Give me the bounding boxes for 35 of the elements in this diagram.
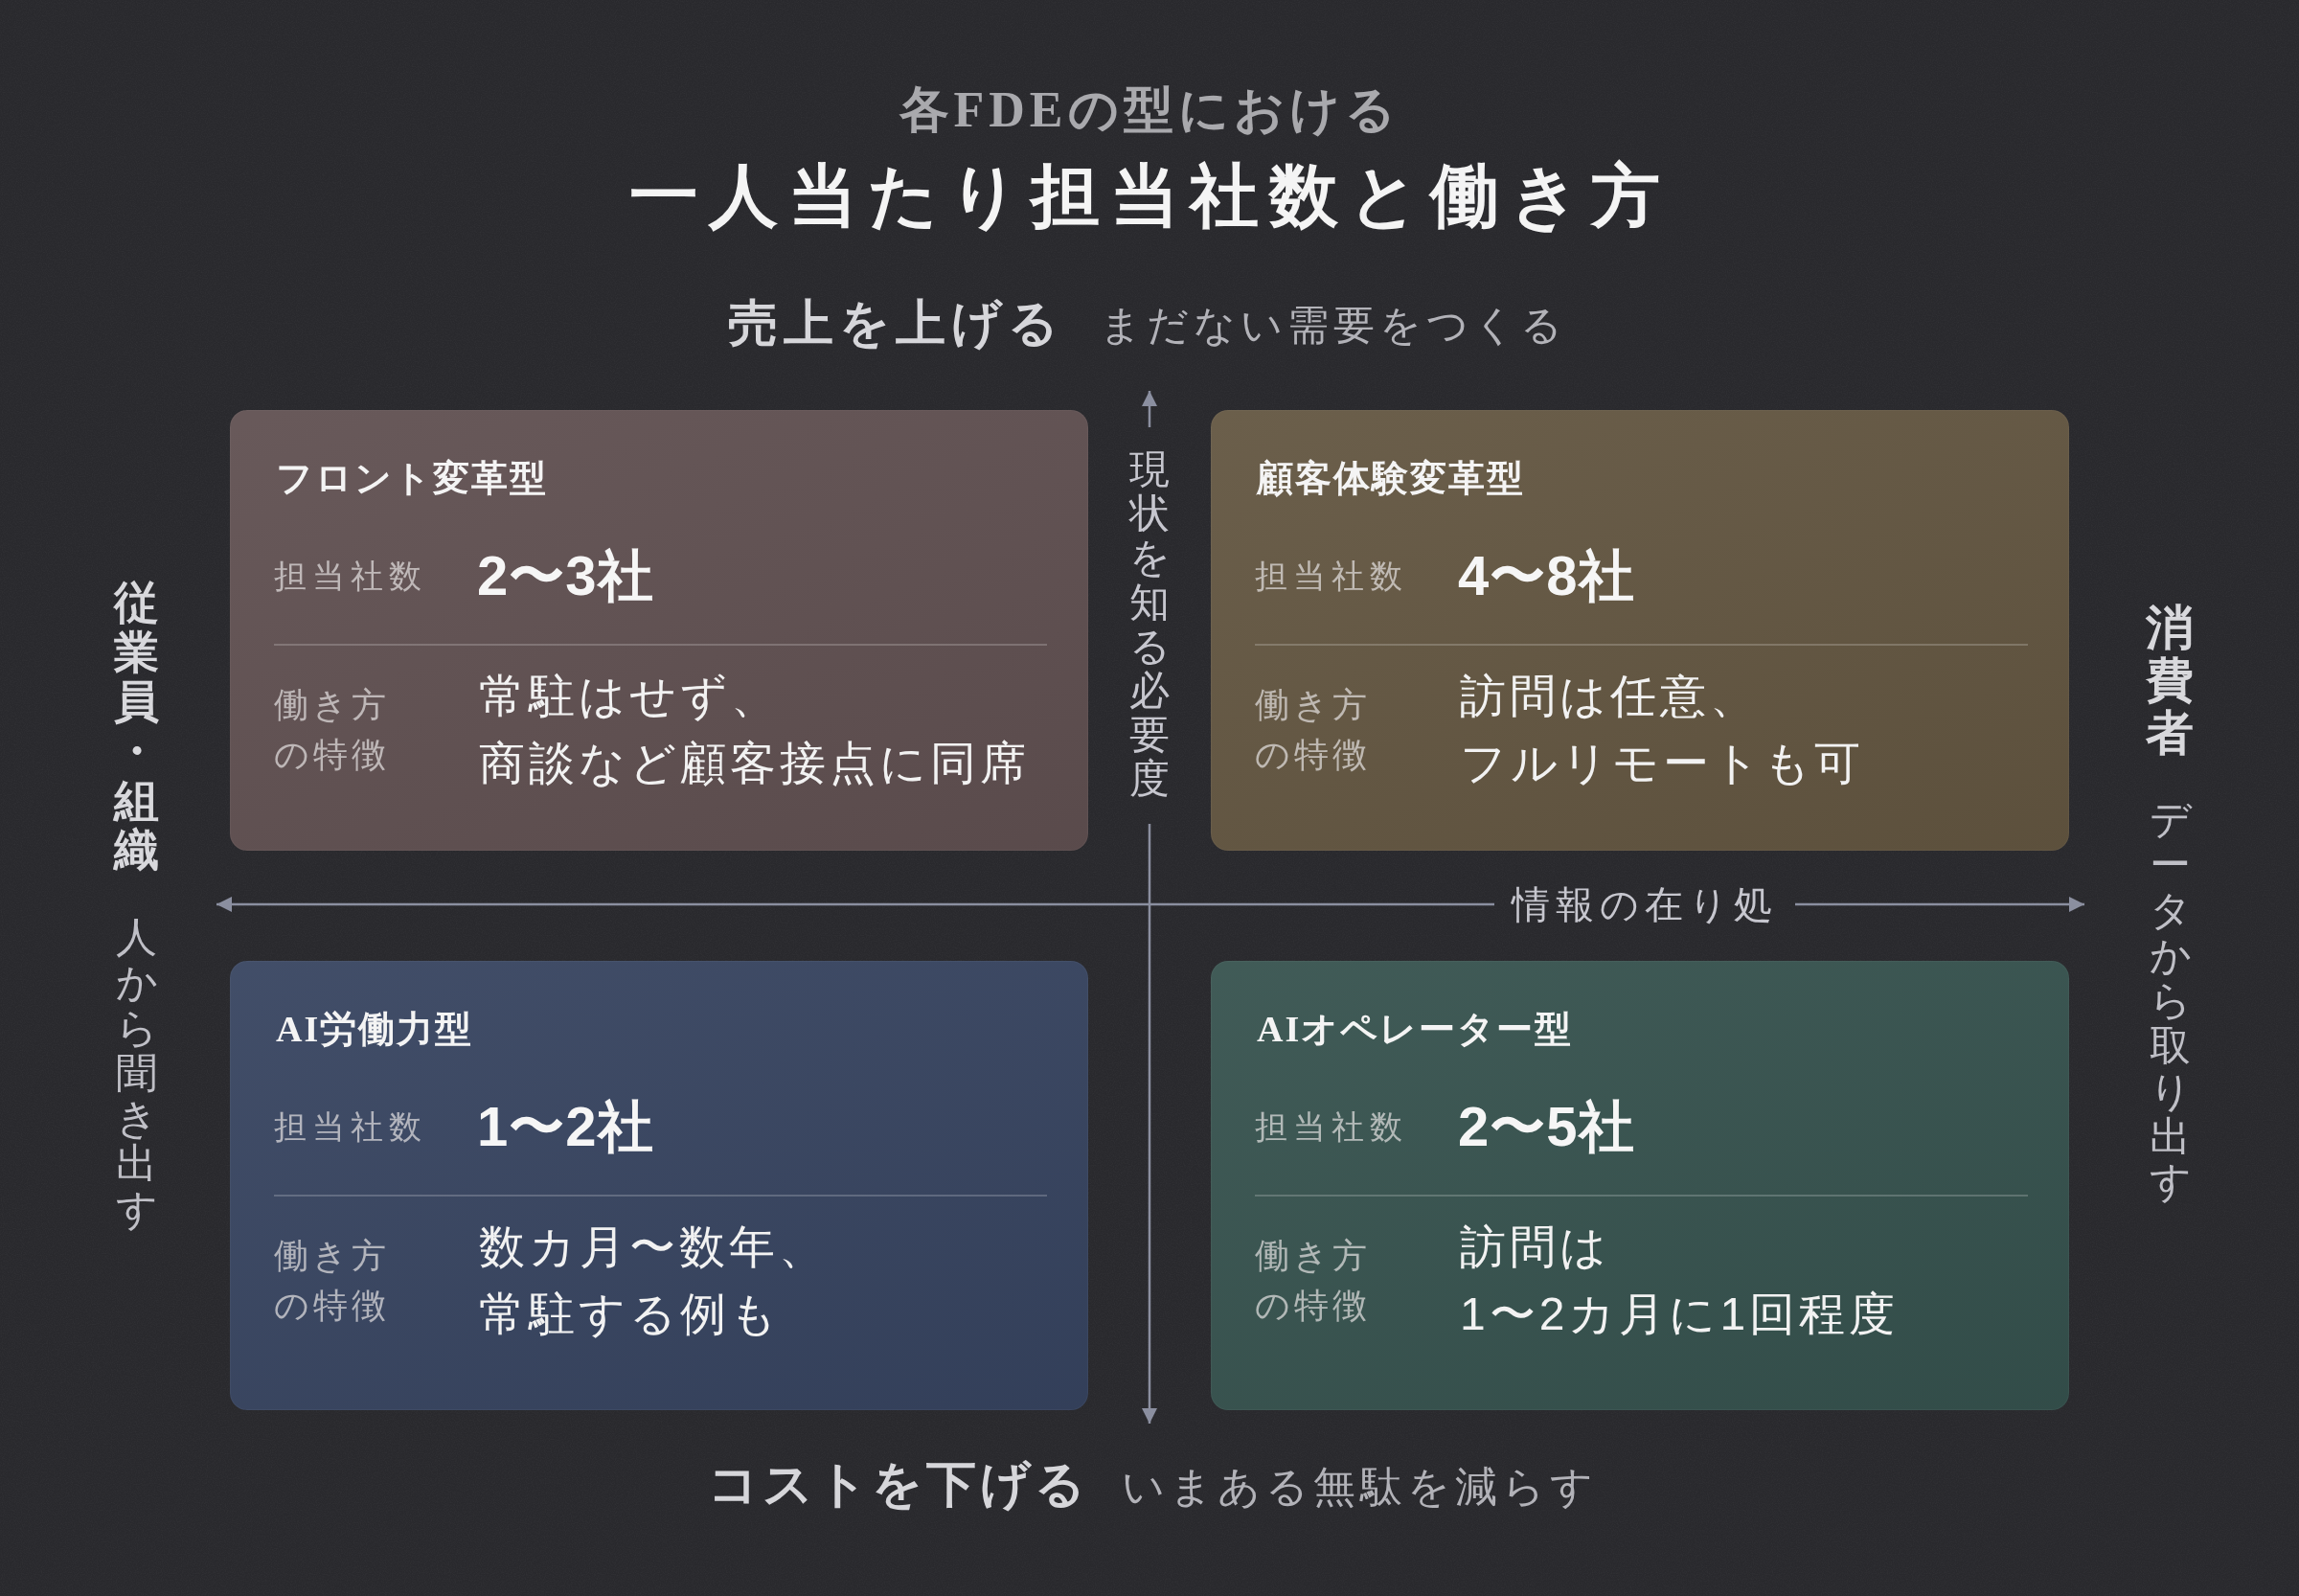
company-count: 2〜3社: [477, 543, 654, 608]
field-label: 担当社数: [1255, 1107, 1408, 1147]
field-label: 担当社数: [274, 1107, 427, 1147]
axis-label: 情報の在り処: [1512, 882, 1778, 927]
field-label: 働き方の特徴: [274, 1235, 391, 1327]
axis-end-description: データから取り出す: [2149, 797, 2191, 1205]
company-count: 4〜8社: [1458, 543, 1635, 608]
axis-end-description: 人から聞き出す: [115, 915, 157, 1233]
company-count: 1〜2社: [477, 1094, 654, 1159]
axis-end-description: まだない需要をつくる: [1100, 301, 1567, 351]
card-title: 顧客体験変革型: [1257, 457, 1525, 500]
title: 各FDEの型における一人当たり担当社数と働き方: [628, 81, 1671, 237]
card-title: AI労働力型: [276, 1008, 474, 1051]
axis-end-description: いまある無駄を減らす: [1122, 1461, 1598, 1512]
axis-label: 現状を知る必要度: [1129, 447, 1170, 802]
field-label: 働き方の特徴: [274, 684, 391, 776]
work-style-text: 訪問は1〜2カ月に1回程度: [1460, 1220, 1900, 1341]
quadrant-card: [230, 410, 1088, 851]
card-title: AIオペレーター型: [1257, 1008, 1574, 1051]
field-label: 働き方の特徴: [1255, 1235, 1372, 1327]
company-count: 2〜5社: [1458, 1094, 1635, 1159]
work-style-text: 数カ月〜数年、常駐する例も: [479, 1220, 829, 1341]
axis-end-label: 消費者: [2146, 602, 2194, 760]
work-style-text: 訪問は任意、フルリモートも可: [1460, 670, 1864, 790]
field-label: 働き方の特徴: [1255, 684, 1372, 776]
axis-end-label: 従業員・組織: [113, 578, 159, 876]
work-style-text: 常駐はせず、商談など顧客接点に同席: [479, 670, 1030, 790]
field-label: 担当社数: [1255, 557, 1408, 596]
quadrant-card: [1211, 410, 2069, 851]
axis-end-label: 売上を上げる: [728, 293, 1064, 353]
card-title: フロント変革型: [276, 457, 548, 500]
field-label: 担当社数: [274, 557, 427, 596]
quadrant-card: [230, 961, 1088, 1410]
quadrant-card: [1211, 961, 2069, 1410]
axis-end-label: コストを下げる: [708, 1454, 1089, 1514]
